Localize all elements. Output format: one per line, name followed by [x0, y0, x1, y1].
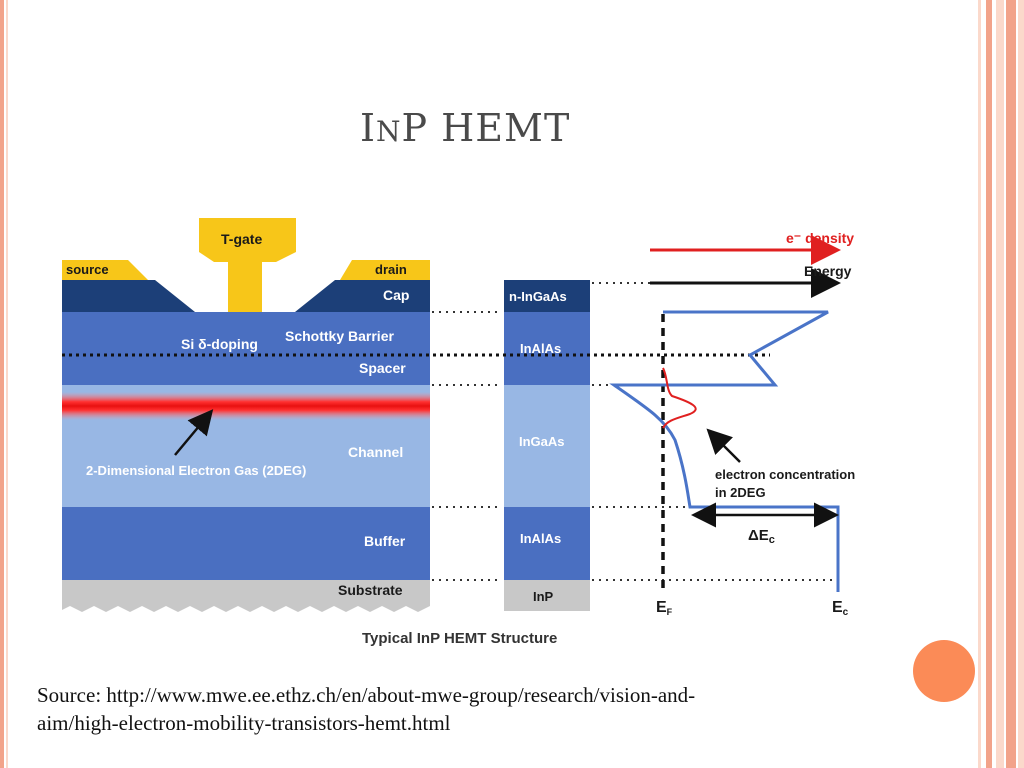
slide-edge-right-stripe-3	[996, 0, 1004, 768]
t-gate-shape	[199, 218, 296, 312]
slide-edge-left	[0, 0, 4, 768]
source-line-2: aim/high-electron-mobility-transistors-h…	[37, 711, 451, 735]
label-cap: Cap	[383, 287, 409, 303]
label-col-ingaas: InGaAs	[519, 434, 565, 449]
title-initial: I	[360, 106, 377, 150]
layer-schottky-spacer	[62, 312, 430, 385]
label-spacer: Spacer	[359, 360, 406, 376]
interface-dotted-lines	[432, 282, 838, 581]
label-drain: drain	[375, 262, 407, 277]
slide-edge-right-stripe-5	[1018, 0, 1024, 768]
slide-title: INP HEMT	[360, 106, 600, 150]
label-col-inalas-top: InAlAs	[520, 341, 561, 356]
col-ningaas-block	[504, 280, 590, 312]
source-citation: Source: http://www.mwe.ee.ethz.ch/en/abo…	[37, 681, 897, 737]
slide-edge-right-stripe-4	[1006, 0, 1016, 768]
label-schottky: Schottky Barrier	[285, 328, 394, 344]
source-contact	[62, 260, 148, 280]
diagram-caption: Typical InP HEMT Structure	[362, 630, 557, 647]
slide-edge-left-inner	[6, 0, 8, 768]
label-energy: Energy	[804, 263, 852, 279]
electron-density-curve	[662, 367, 697, 429]
label-si-doping: Si δ-doping	[181, 336, 258, 352]
layer-buffer	[62, 507, 430, 580]
label-buffer: Buffer	[364, 533, 406, 549]
title-rest: P HEMT	[401, 106, 571, 150]
slide-edge-right-stripe-2	[986, 0, 992, 768]
label-col-inalas-bottom: InAlAs	[520, 531, 561, 546]
slide-edge-right-stripe-1	[978, 0, 981, 768]
label-channel: Channel	[348, 444, 403, 460]
layer-2deg-glow	[62, 392, 430, 420]
label-substrate: Substrate	[338, 582, 403, 598]
label-ec: Ec	[832, 599, 849, 618]
layer-cap	[62, 280, 195, 312]
electron-concentration-arrow	[706, 428, 741, 463]
label-col-inp: InP	[533, 589, 554, 604]
source-line-1: Source: http://www.mwe.ee.ethz.ch/en/abo…	[37, 683, 696, 707]
label-e-density: e⁻ density	[786, 230, 854, 246]
layer-cap-right	[295, 280, 430, 312]
label-delta-ec: ΔEc	[748, 527, 775, 546]
label-2deg: 2-Dimensional Electron Gas (2DEG)	[86, 463, 306, 478]
title-small-caps: N	[376, 115, 402, 148]
col-ingaas-block	[504, 385, 590, 507]
col-inalas-top-block	[504, 312, 590, 385]
conduction-band-curve	[609, 310, 840, 592]
label-col-ningaas: n-InGaAs	[509, 289, 567, 304]
col-inalas-bottom-block	[504, 507, 590, 580]
col-inp-block	[504, 580, 590, 611]
decorative-circle	[913, 640, 975, 702]
label-source: source	[66, 262, 109, 277]
layer-substrate	[62, 580, 430, 612]
label-electron-concentration-2: in 2DEG	[715, 485, 766, 500]
label-t-gate: T-gate	[221, 231, 262, 247]
label-electron-concentration-1: electron concentration	[715, 467, 855, 482]
drain-contact	[340, 260, 430, 280]
label-ef: EF	[656, 599, 673, 617]
2deg-arrow	[174, 409, 214, 456]
